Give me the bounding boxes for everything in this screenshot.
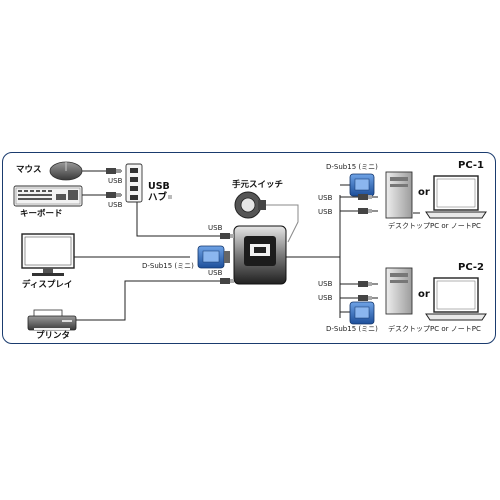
usb-hub-label-line1: USB (148, 181, 170, 192)
usb-label-pc1-b: USB (318, 208, 333, 216)
usb-plug-icon (106, 192, 121, 198)
dsub-connector-icon (349, 301, 375, 325)
usb-label-switch-bottom: USB (208, 269, 223, 277)
pc2-caption: デスクトップPC or ノートPC (388, 325, 481, 333)
or-label-pc2: or (418, 289, 430, 300)
usb-label-keyboard: USB (108, 201, 123, 209)
usb-plug-icon (358, 194, 372, 200)
dsub-label-switch: D-Sub15 (ミニ) (142, 262, 194, 270)
display-label: ディスプレイ (22, 280, 73, 290)
keyboard-label: キーボード (20, 209, 63, 219)
mouse-icon (49, 161, 83, 181)
laptop-icon (425, 277, 487, 321)
usb-label-pc1-a: USB (318, 194, 333, 202)
usb-plug-icon (220, 233, 234, 239)
usb-label-pc2-a: USB (318, 280, 333, 288)
usb-plug-icon (358, 281, 372, 287)
usb-plug-icon (358, 208, 372, 214)
display-icon (21, 233, 75, 276)
dsub-connector-icon (349, 173, 375, 197)
or-label-pc1: or (418, 187, 430, 198)
hand-switch-icon (234, 191, 266, 219)
usb-label-mouse: USB (108, 177, 123, 185)
pc1-caption: デスクトップPC or ノートPC (388, 222, 481, 230)
printer-label: プリンタ (36, 331, 71, 341)
pc1-label: PC-1 (458, 160, 485, 171)
usb-plug-icon (106, 168, 121, 174)
dsub-connector-icon (197, 245, 230, 269)
printer-icon (27, 309, 77, 331)
mouse-label: マウス (16, 165, 42, 175)
pc2-label: PC-2 (458, 262, 485, 273)
desktop-pc-icon (385, 171, 413, 219)
hand-switch-label: 手元スイッチ (232, 180, 284, 190)
keyboard-icon (13, 185, 83, 207)
desktop-pc-icon (385, 267, 413, 315)
usb-hub-icon (125, 163, 172, 203)
kvm-switch-icon (233, 225, 287, 285)
dsub-label-pc1: D-Sub15 (ミニ) (326, 163, 378, 171)
usb-plug-icon (358, 295, 372, 301)
usb-label-switch-top: USB (208, 224, 223, 232)
laptop-icon (425, 175, 487, 219)
usb-hub-label-line2: ハブ (148, 192, 168, 203)
usb-label-pc2-b: USB (318, 294, 333, 302)
usb-plug-icon (220, 278, 234, 284)
dsub-label-pc2: D-Sub15 (ミニ) (326, 325, 378, 333)
